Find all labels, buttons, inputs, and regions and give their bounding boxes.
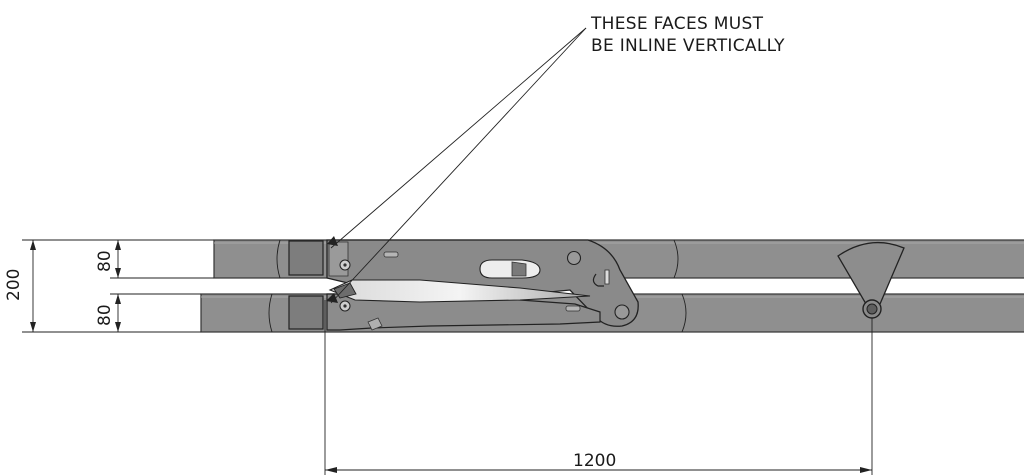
lower-hinge-plate (326, 293, 601, 331)
note-line-2: BE INLINE VERTICALLY (591, 36, 785, 56)
overall-height-label: 200 (4, 269, 24, 301)
note-leaders (326, 27, 587, 304)
upper-tube-height-label: 80 (95, 250, 115, 272)
dimension-horizontal-span (324, 300, 873, 475)
lower-tube-height-label: 80 (95, 304, 115, 326)
horizontal-span-label: 1200 (573, 451, 616, 471)
dimension-lower-tube (110, 293, 201, 332)
hinge-blade (328, 279, 591, 303)
dimension-upper-tube (110, 240, 214, 279)
lower-tube-end-face (288, 295, 324, 330)
upper-tube-end-face (288, 240, 324, 276)
note-line-1: THESE FACES MUST (590, 14, 764, 34)
pivot-flag (837, 242, 905, 319)
